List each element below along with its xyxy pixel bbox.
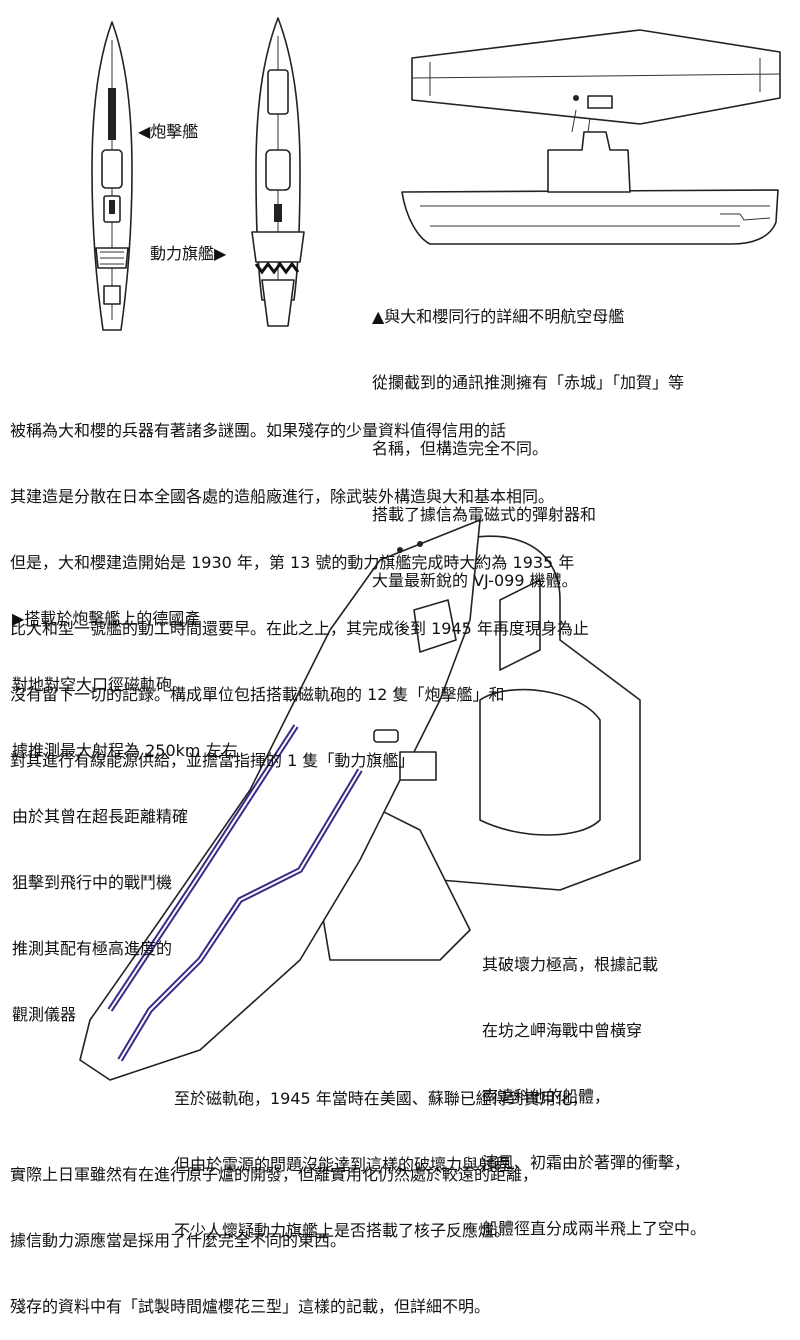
intro-line: 比大和型一號艦的動工時間還要早。在此之上，其完成後到 1945 年再度現身為止 <box>10 619 589 638</box>
closing-line: 實際上日軍雖然有在進行原子爐的開發，但離實用化仍然處於較遠的距離， <box>10 1165 539 1184</box>
intro-line: 對其進行有線能源供給，並擔當指揮的 1 隻「動力旗艦」 <box>10 751 415 770</box>
bombardment-ship-drawing <box>91 21 133 331</box>
intro-line: 沒有留下一切的記錄。構成單位包括搭載磁軌砲的 12 隻「炮擊艦」和 <box>10 685 505 704</box>
carrier-top-view <box>411 29 781 125</box>
railgun-note-line: 狙擊到飛行中的戰鬥機 <box>12 873 173 892</box>
railgun-note-line: 由於其曾在超長距離精確 <box>12 807 189 826</box>
railgun-note-line: 推測其配有極高進度的 <box>12 939 173 958</box>
intro-line: 但是，大和櫻建造開始是 1930 年，第 13 號的動力旗艦完成時大約為 193… <box>10 553 575 572</box>
closing-line: 殘存的資料中有「試製時間爐櫻花三型」這樣的記載，但詳細不明。 <box>10 1297 491 1316</box>
railgun-note-line: ▶搭載於炮擊艦上的德國產 <box>12 609 201 628</box>
intro-line: 其建造是分散在日本全國各處的造船廠進行，除武裝外構造與大和基本相同。 <box>10 487 555 506</box>
railgun-note-line: 據推測最大射程為 250km 左右 <box>12 741 238 760</box>
power-flagship-drawing <box>251 17 305 327</box>
destruction-note-line: 其破壞力極高，根據記載 <box>482 955 659 974</box>
power-flagship-label: 動力旗艦▶ <box>150 244 227 263</box>
intro-paragraph: 被稱為大和櫻的兵器有著諸多謎團。如果殘存的少量資料值得信用的話 其建造是分散在日… <box>10 376 589 794</box>
carrier-caption-line: ▲與大和櫻同行的詳細不明航空母艦 <box>372 307 625 326</box>
railgun-turret-drawing <box>79 519 641 1081</box>
bombardment-ship-label: ◀炮擊艦 <box>138 122 199 141</box>
railgun-note-line: 對地對空大口徑磁軌砲。 <box>12 675 189 694</box>
carrier-caption-line: 名稱，但構造完全不同。 <box>372 439 549 458</box>
illustration-canvas <box>79 17 781 1081</box>
destruction-note-line: 南達科他的船體， <box>482 1087 611 1106</box>
intro-line: 被稱為大和櫻的兵器有著諸多謎團。如果殘存的少量資料值得信用的話 <box>10 421 507 440</box>
closing-paragraph: 實際上日軍雖然有在進行原子爐的開發，但離實用化仍然處於較遠的距離， 據信動力源應… <box>10 1120 538 1340</box>
railgun-history-line: 至於磁軌砲，1945 年當時在美國、蘇聯已經得到實用化， <box>174 1089 588 1108</box>
railgun-note-line: 觀測儀器 <box>12 1005 77 1024</box>
carrier-caption-line: 從攔截到的通訊推測擁有「赤城」「加賀」等 <box>372 373 685 392</box>
carrier-caption-line: 搭載了據信為電磁式的彈射器和 <box>372 505 597 524</box>
carrier-caption-line: 大量最新銳的 VJ-099 機體。 <box>372 571 578 590</box>
railgun-note: ▶搭載於炮擊艦上的德國產 對地對空大口徑磁軌砲。 據推測最大射程為 250km … <box>12 564 238 1048</box>
destruction-note-line: 在坊之岬海戰中曾橫穿 <box>482 1021 643 1040</box>
carrier-caption: ▲與大和櫻同行的詳細不明航空母艦 從攔截到的通訊推測擁有「赤城」「加賀」等 名稱… <box>372 262 684 614</box>
railgun-history-line: 但由於電源的問題沒能達到這樣的破壞力與射程 <box>174 1155 511 1174</box>
carrier-side-view <box>401 109 779 245</box>
destruction-note-line: 濱風、初霜由於著彈的衝擊， <box>482 1153 691 1172</box>
closing-line: 據信動力源應當是採用了什麼完全不同的東西。 <box>10 1231 347 1250</box>
